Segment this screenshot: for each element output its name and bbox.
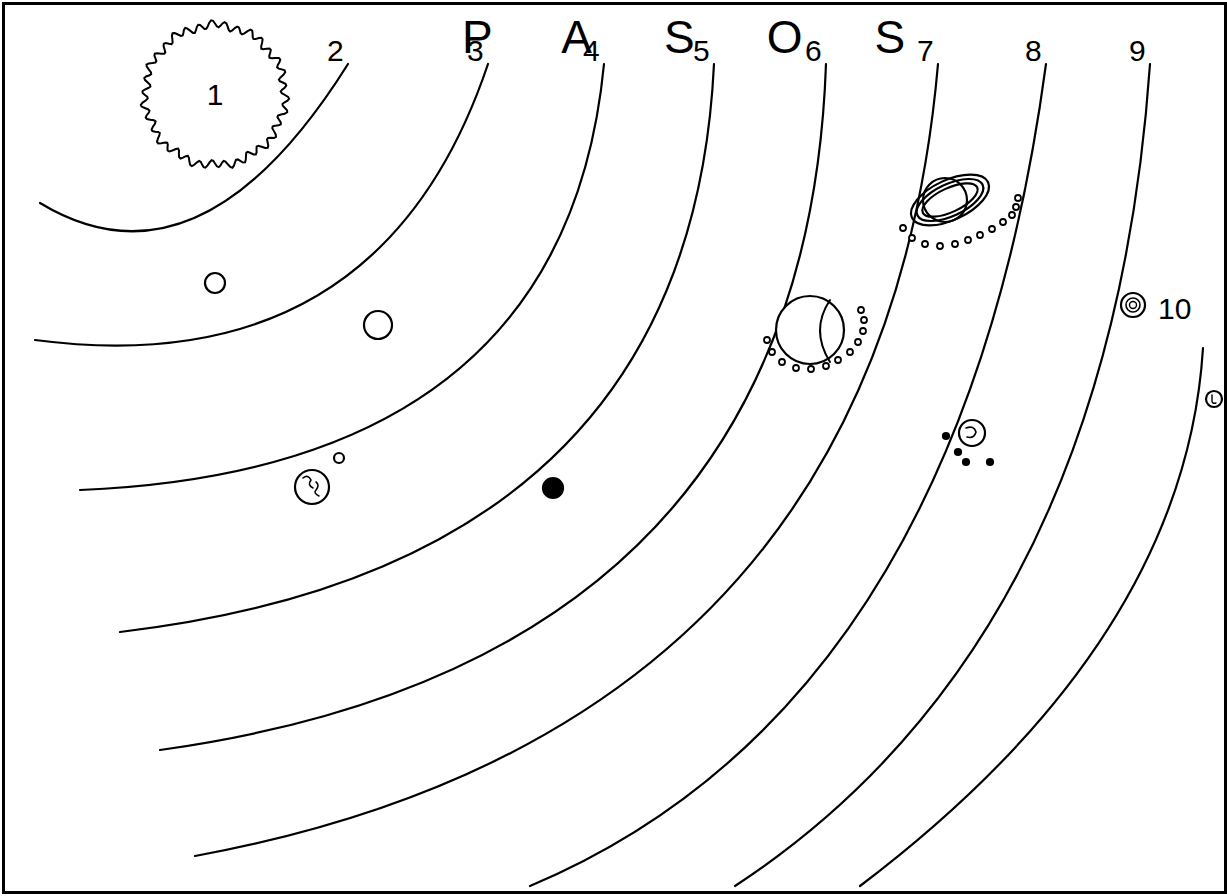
planet-mercury — [205, 273, 225, 293]
diagram-title: PASOS — [462, 14, 977, 60]
callout-number: 2 — [327, 36, 344, 66]
orbit-line — [735, 64, 1150, 886]
planet-earth — [295, 470, 329, 504]
callout-number: 5 — [693, 36, 710, 66]
callout-number: 9 — [1129, 36, 1146, 66]
planet-uranus — [959, 420, 985, 446]
planet-pluto — [1206, 391, 1222, 407]
jupiter-moons — [764, 307, 867, 372]
planet-jupiter — [776, 296, 844, 364]
planet-neptune — [1121, 293, 1145, 317]
jupiter-band — [820, 300, 830, 362]
callout-number: 6 — [805, 36, 822, 66]
moon — [334, 453, 344, 463]
uranus-moons — [943, 433, 993, 465]
uranus-detail — [966, 427, 976, 437]
neptune-detail — [1130, 302, 1137, 309]
orbit-line — [860, 348, 1203, 886]
orbit-line — [530, 64, 1046, 886]
neptune-detail — [1126, 298, 1140, 312]
sun-number: 1 — [207, 80, 224, 110]
pluto-detail — [1212, 395, 1216, 403]
callout-number: 7 — [917, 36, 934, 66]
callout-number: 10 — [1158, 294, 1191, 324]
sun-wavy-edge — [141, 20, 289, 167]
earth-continents — [303, 476, 319, 496]
callout-number: 4 — [583, 36, 600, 66]
orbit-line — [195, 64, 938, 856]
planet-saturn — [903, 164, 996, 236]
callout-number: 8 — [1025, 36, 1042, 66]
orbit-line — [160, 64, 826, 750]
callout-number: 3 — [467, 36, 484, 66]
sun-circle: 1 — [138, 18, 292, 172]
saturn-moons — [900, 195, 1021, 249]
planet-venus — [364, 311, 392, 339]
planet-mars — [543, 478, 563, 498]
